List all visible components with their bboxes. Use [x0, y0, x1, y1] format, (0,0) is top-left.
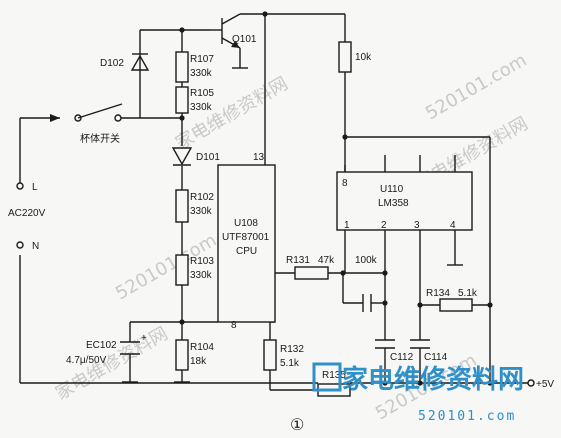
feedback-capacitor [362, 294, 372, 312]
figure-number: ① [290, 417, 304, 434]
ac-input: L AC220V N [8, 182, 46, 252]
q101-transistor: Q101 [210, 13, 257, 69]
r105-label: R105 [190, 88, 214, 99]
r132-resistor: R132 5.1k [263, 339, 304, 371]
u108-type: CPU [236, 246, 257, 257]
u110-pin8: 8 [342, 178, 348, 189]
ec102-plus: + [141, 333, 147, 344]
r102-value: 330k [190, 206, 213, 217]
ac-n-label: N [32, 241, 39, 252]
r100k-value: 100k [355, 255, 378, 266]
r134-label: R134 [426, 288, 450, 299]
c112-label: C112 [390, 352, 414, 363]
r131-value: 47k [318, 255, 335, 266]
r132-value: 5.1k [280, 358, 300, 369]
r107-resistor: R107 330k [175, 51, 214, 83]
r131-label: R131 [286, 255, 310, 266]
r105-value: 330k [190, 102, 213, 113]
logo-text: 家电维修资料网 [342, 364, 524, 395]
u108-part: UTF87001 [222, 232, 270, 243]
d102-label: D102 [100, 58, 124, 69]
ec102-label: EC102 [86, 340, 117, 351]
r104-label: R104 [190, 342, 214, 353]
r134-resistor: R134 5.1k [426, 288, 478, 312]
r107-value: 330k [190, 68, 213, 79]
u110-part: LM358 [378, 198, 409, 209]
watermark-text: 520101.com [112, 230, 220, 305]
junctions [179, 11, 493, 386]
r10k-resistor: 10k [338, 41, 372, 73]
u108-pin8: 8 [231, 320, 237, 331]
ec102-capacitor: + EC102 4.7μ/50V [66, 333, 147, 366]
d102-diode: D102 [100, 50, 150, 72]
c114-capacitor: C114 [410, 339, 448, 363]
u110-label: U110 [380, 184, 404, 195]
vcc-terminal: +5V [527, 379, 554, 390]
r132-label: R132 [280, 344, 304, 355]
logo-url: 520101.com [418, 409, 516, 424]
vcc-label: +5V [536, 379, 554, 390]
r107-label: R107 [190, 54, 214, 65]
r102-resistor: R102 330k [175, 189, 214, 223]
r103-value: 330k [190, 270, 213, 281]
r103-label: R103 [190, 256, 214, 267]
c112-capacitor: C112 [375, 339, 414, 363]
r135-label: R135 [322, 370, 346, 381]
c114-label: C114 [424, 352, 448, 363]
watermark-text: 520101.com [422, 50, 530, 125]
u110-pin2: 2 [381, 220, 387, 231]
u110-pin1: 1 [344, 220, 350, 231]
watermark-text: 家电维修资料网 [172, 73, 292, 154]
r134-value: 5.1k [458, 288, 478, 299]
r131-resistor: R131 47k [286, 255, 335, 280]
r100k-label-group: 100k [355, 255, 378, 266]
q101-label: Q101 [232, 34, 257, 45]
r102-label: R102 [190, 192, 214, 203]
ac-voltage-label: AC220V [8, 208, 46, 219]
ac-l-label: L [32, 182, 38, 193]
u110-pin3: 3 [414, 220, 420, 231]
site-logo: 家电维修资料网 520101.com [312, 362, 524, 424]
u110-opamp: U110 LM358 8 1 2 3 4 [336, 171, 473, 231]
u108-cpu: U108 UTF87001 CPU 13 8 [217, 152, 276, 331]
u108-label: U108 [234, 218, 258, 229]
r10k-value: 10k [355, 52, 372, 63]
cup-switch: 杯体开关 [50, 103, 123, 145]
d101-diode: D101 [171, 147, 220, 166]
r104-resistor: R104 18k [175, 339, 214, 371]
r104-value: 18k [190, 356, 207, 367]
u108-pin13: 13 [253, 152, 265, 163]
d101-label: D101 [196, 152, 220, 163]
switch-label: 杯体开关 [80, 132, 120, 145]
r105-resistor: R105 330k [175, 86, 214, 114]
wires [19, 13, 528, 391]
u110-pin4: 4 [450, 220, 456, 231]
r103-resistor: R103 330k [175, 254, 214, 286]
ec102-value: 4.7μ/50V [66, 355, 107, 366]
